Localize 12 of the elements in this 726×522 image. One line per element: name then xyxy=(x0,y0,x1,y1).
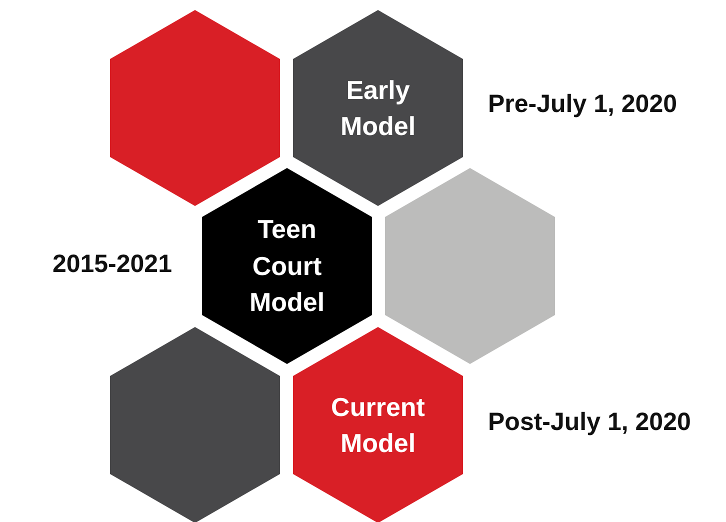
hexagon xyxy=(293,327,463,522)
hexagon xyxy=(385,168,555,364)
hexagon xyxy=(110,10,280,206)
date-label: Post-July 1, 2020 xyxy=(488,408,691,437)
date-label: 2015-2021 xyxy=(52,250,172,279)
model-label: Current Model xyxy=(330,390,426,460)
model-label: Teen Court Model xyxy=(248,213,326,320)
hexagon xyxy=(110,327,280,522)
date-label: Pre-July 1, 2020 xyxy=(488,90,678,119)
hexagon xyxy=(202,168,372,364)
hexagon xyxy=(293,10,463,206)
model-label: Early Model xyxy=(339,74,417,143)
